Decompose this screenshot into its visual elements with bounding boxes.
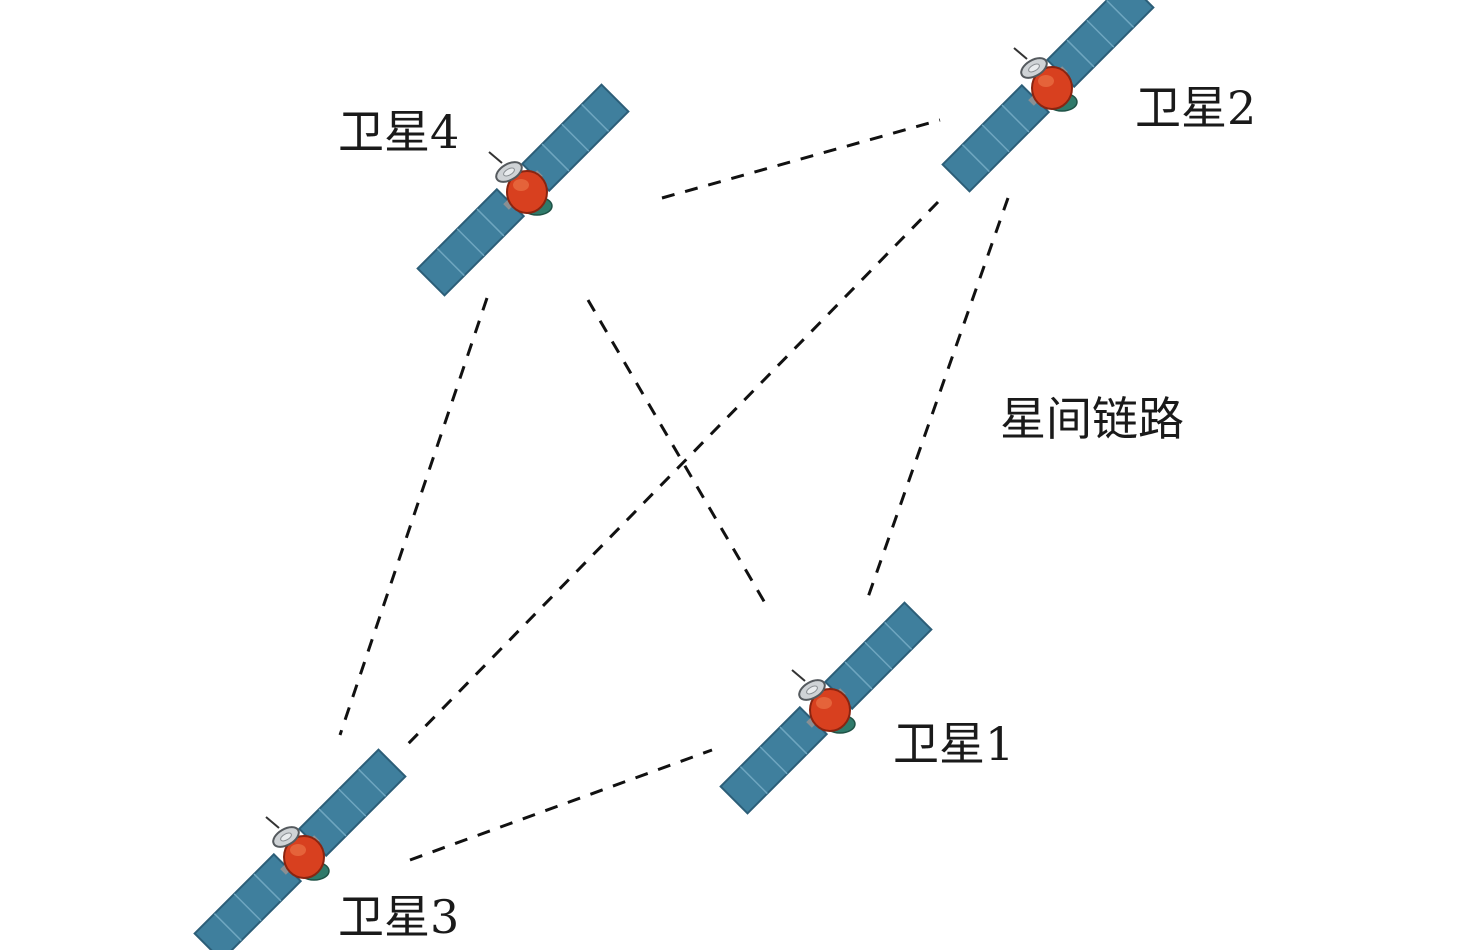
link-sat4-sat1 (586, 299, 767, 604)
satellite-1: 卫星1 (719, 601, 1014, 815)
link-sat2-sat1 (864, 197, 1010, 604)
satellite-2-label: 卫星2 (1135, 81, 1256, 135)
satellite-3: 卫星3 (193, 748, 459, 950)
inter-satellite-link-label: 星间链路 (1000, 392, 1184, 446)
satellite-4: 卫星4 (338, 83, 630, 297)
satellite-icon (941, 0, 1155, 193)
link-sat4-sat2 (661, 118, 941, 200)
satellite-1-label: 卫星1 (893, 717, 1014, 771)
satellite-3-label: 卫星3 (338, 890, 459, 944)
satellite-icon (719, 601, 933, 815)
link-sat2-sat3 (405, 200, 940, 747)
link-sat3-sat1 (409, 748, 713, 862)
link-sat4-sat3 (338, 297, 489, 736)
satellite-4-label: 卫星4 (338, 105, 459, 159)
satellite-2: 卫星2 (941, 0, 1256, 193)
